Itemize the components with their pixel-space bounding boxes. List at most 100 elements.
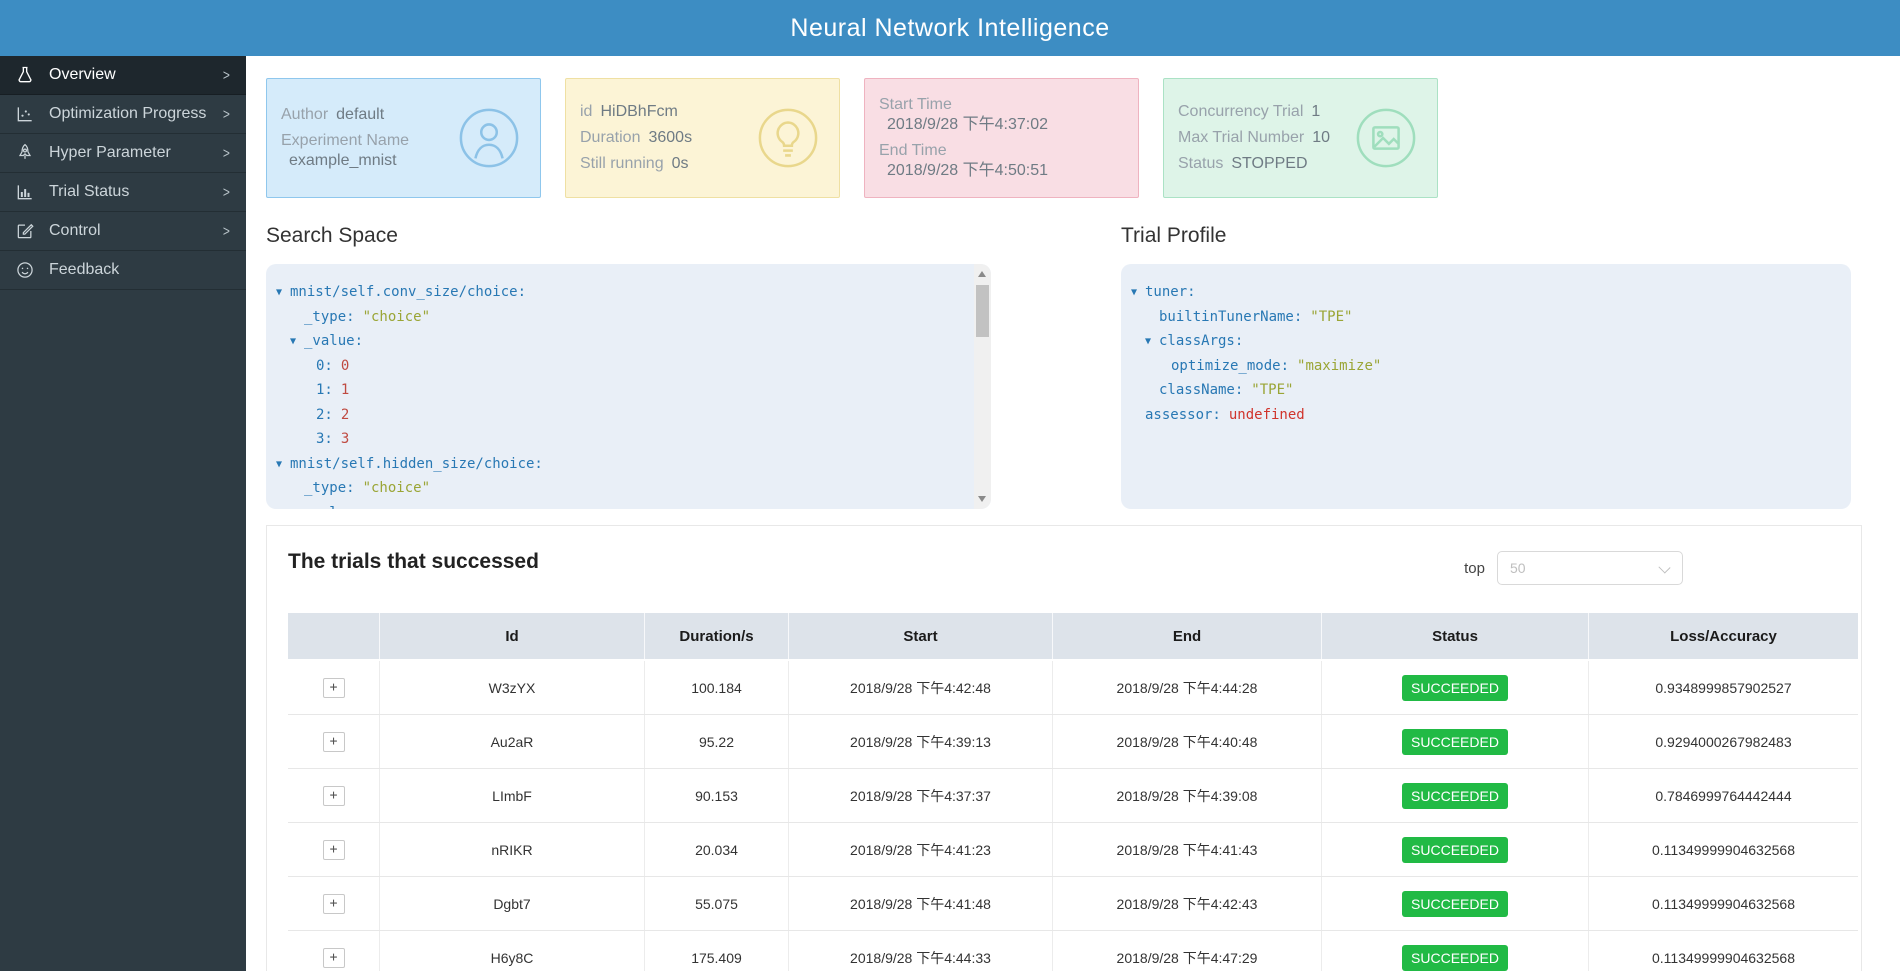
json-key: 2:	[316, 406, 333, 423]
table-header-cell: Status	[1322, 613, 1589, 659]
trials-table-title: The trials that successed	[288, 550, 539, 573]
end-time-cell: 2018/9/28 下午4:42:43	[1053, 877, 1322, 930]
status-cell: SUCCEEDED	[1322, 661, 1589, 714]
expand-row-button[interactable]: +	[322, 677, 345, 698]
status-badge: SUCCEEDED	[1402, 944, 1508, 971]
top-n-control: top 50	[1464, 551, 1683, 585]
tree-expand-icon[interactable]: ▼	[276, 287, 283, 298]
json-key: _value:	[304, 333, 364, 349]
expand-row-button[interactable]: +	[322, 731, 345, 752]
json-value: 1	[340, 382, 350, 398]
json-tree-line: 0:0	[266, 354, 991, 379]
json-key: _type:	[304, 480, 355, 496]
json-key: 1:	[316, 382, 333, 398]
expand-cell: +	[288, 715, 380, 768]
tree-expand-icon[interactable]: ▼	[290, 502, 304, 510]
card-field-value: HiDBhFcm	[600, 103, 678, 120]
expand-row-button[interactable]: +	[322, 839, 345, 860]
json-key: _value:	[304, 505, 363, 510]
scroll-down-icon[interactable]	[978, 496, 986, 502]
table-header-cell	[288, 613, 380, 659]
app-header: Neural Network Intelligence	[0, 0, 1900, 56]
expand-row-button[interactable]: +	[322, 785, 345, 806]
chevron-right-icon: >	[223, 183, 231, 201]
card-field-label: id	[580, 103, 593, 120]
card-field-label: Concurrency Trial	[1178, 103, 1304, 120]
sidebar-item-label: Hyper Parameter	[49, 144, 171, 161]
trial-id-cell: LImbF	[380, 769, 645, 822]
json-tree-line: _type:"choice"	[266, 476, 991, 501]
expand-cell: +	[288, 931, 380, 971]
tree-expand-icon[interactable]: ▼	[1145, 336, 1152, 347]
expand-row-button[interactable]: +	[322, 893, 345, 914]
sidebar-item-control[interactable]: Control>	[0, 212, 246, 251]
sidebar-item-optimization-progress[interactable]: Optimization Progress>	[0, 95, 246, 134]
card-field-label: End Time	[879, 142, 947, 159]
start-time-cell: 2018/9/28 下午4:37:37	[789, 769, 1053, 822]
sidebar-item-label: Trial Status	[49, 183, 130, 200]
end-time-cell: 2018/9/28 下午4:39:08	[1053, 769, 1322, 822]
tree-expand-icon[interactable]: ▼	[1131, 287, 1138, 298]
start-time-cell: 2018/9/28 下午4:42:48	[789, 661, 1053, 714]
search-space-scrollbar[interactable]	[974, 264, 991, 509]
bar-chart-icon	[15, 182, 35, 202]
top-n-select[interactable]: 50	[1497, 551, 1683, 585]
end-time-cell: 2018/9/28 下午4:40:48	[1053, 715, 1322, 768]
loss-accuracy-cell: 0.11349999904632568	[1651, 949, 1795, 966]
bulb-icon	[757, 107, 819, 169]
card-field-value: STOPPED	[1231, 155, 1308, 172]
app-title: Neural Network Intelligence	[790, 13, 1110, 42]
smiley-icon	[15, 260, 35, 280]
sidebar-item-feedback[interactable]: Feedback	[0, 251, 246, 290]
sidebar-item-overview[interactable]: Overview>	[0, 56, 246, 95]
expand-row-button[interactable]: +	[322, 947, 345, 968]
card-field-label: Start Time	[879, 96, 952, 113]
end-time-cell: 2018/9/28 下午4:47:29	[1053, 931, 1322, 971]
end-time-cell: 2018/9/28 下午4:41:43	[1053, 823, 1322, 876]
sidebar: Overview>Optimization Progress>Hyper Par…	[0, 56, 246, 971]
status-badge: SUCCEEDED	[1402, 728, 1508, 755]
status-cell: SUCCEEDED	[1322, 931, 1589, 971]
loss-accuracy-cell: 0.11349999904632568	[1651, 895, 1795, 912]
trial-id-cell: H6y8C	[380, 931, 645, 971]
tree-expand-icon[interactable]: ▼	[290, 336, 297, 347]
image-icon	[1355, 107, 1417, 169]
json-tree-line: optimize_mode:"maximize"	[1121, 354, 1851, 379]
status-cell: SUCCEEDED	[1322, 715, 1589, 768]
json-key: builtinTunerName:	[1159, 308, 1303, 325]
sidebar-menu: Overview>Optimization Progress>Hyper Par…	[0, 56, 246, 290]
json-tree-line: className:"TPE"	[1121, 378, 1851, 403]
json-tree-line: assessor:undefined	[1121, 403, 1851, 428]
tree-expand-icon[interactable]: ▼	[276, 458, 283, 470]
json-tree-line: ▼tuner:	[1121, 280, 1851, 305]
card-line: Concurrency Trial 1	[1178, 102, 1330, 122]
scrollbar-thumb[interactable]	[976, 285, 989, 337]
card-field-value: default	[336, 106, 385, 123]
card-line: id HiDBhFcm	[580, 102, 692, 122]
trial-id-cell: Au2aR	[380, 715, 645, 768]
json-value: "TPE"	[1310, 308, 1353, 325]
status-badge: SUCCEEDED	[1402, 890, 1508, 917]
scroll-up-icon[interactable]	[978, 271, 986, 277]
json-tree-line: ▼mnist/self.conv_size/choice:	[266, 280, 991, 305]
duration-cell: 175.409	[645, 931, 789, 971]
top-n-selected-value: 50	[1510, 560, 1526, 576]
card-field-value: 1	[1311, 103, 1321, 120]
expand-cell: +	[288, 769, 380, 822]
sidebar-item-hyper-parameter[interactable]: Hyper Parameter>	[0, 134, 246, 173]
status-cell: SUCCEEDED	[1322, 823, 1589, 876]
sidebar-item-trial-status[interactable]: Trial Status >	[0, 173, 246, 212]
